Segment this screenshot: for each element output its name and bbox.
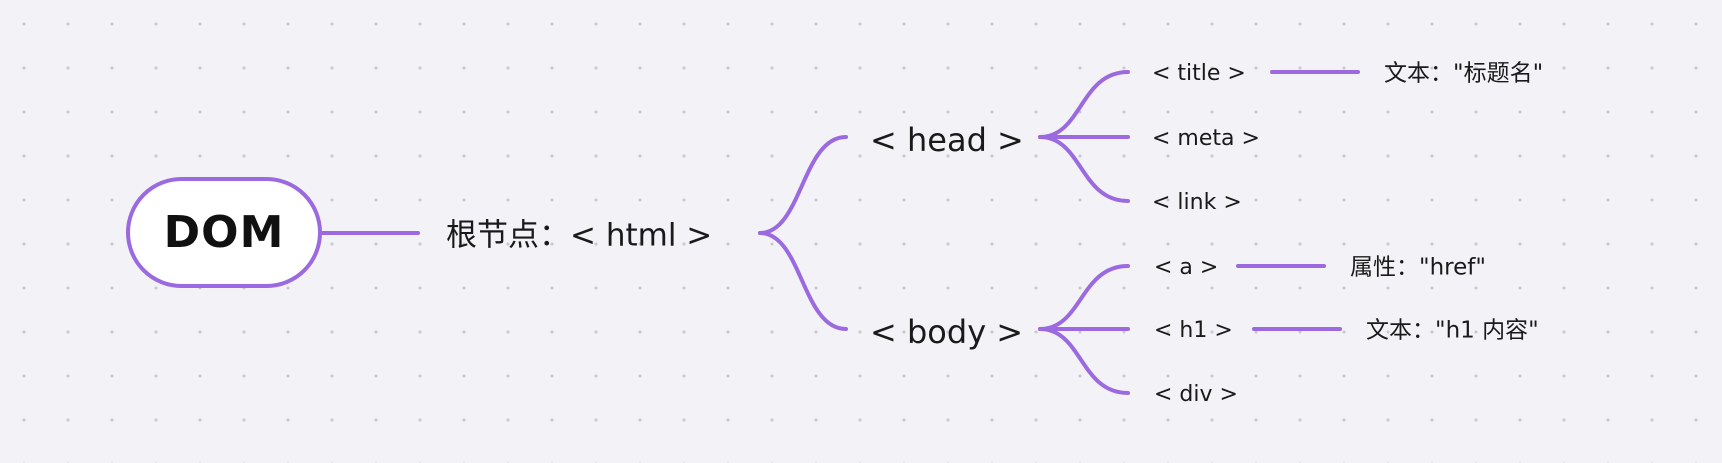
connector-head-title xyxy=(1038,70,1130,139)
meta-node[interactable]: < meta > xyxy=(1152,126,1260,151)
connector-html-head xyxy=(758,135,848,235)
a-href-node[interactable]: 属性："href" xyxy=(1350,254,1486,281)
link-node[interactable]: < link > xyxy=(1152,190,1242,215)
title-node[interactable]: < title > xyxy=(1152,61,1246,86)
a-node[interactable]: < a > xyxy=(1154,255,1219,280)
h1-node[interactable]: < h1 > xyxy=(1154,318,1233,343)
head-node[interactable]: < head > xyxy=(870,121,1024,159)
div-node[interactable]: < div > xyxy=(1154,382,1238,407)
h1-text-node[interactable]: 文本："h1 内容" xyxy=(1366,317,1539,344)
dom-root-node[interactable]: DOM xyxy=(126,177,322,288)
dom-root-label: DOM xyxy=(163,207,285,258)
html-node[interactable]: 根节点：< html > xyxy=(446,217,713,254)
connector-html-body xyxy=(758,231,848,331)
body-node[interactable]: < body > xyxy=(870,313,1024,351)
title-text-node[interactable]: 文本："标题名" xyxy=(1384,60,1544,87)
connector-head-link xyxy=(1038,135,1130,203)
connector-body-a xyxy=(1038,264,1130,331)
connector-body-div xyxy=(1038,327,1130,395)
